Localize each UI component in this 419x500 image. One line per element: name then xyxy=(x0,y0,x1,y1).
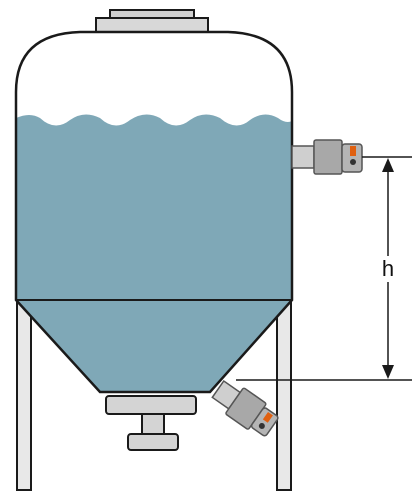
outlet-valve xyxy=(105,395,197,451)
liquid xyxy=(16,114,292,392)
vessel-top-flange xyxy=(95,9,209,33)
dimension-arrow-bottom xyxy=(382,365,394,379)
vessel-outline xyxy=(14,30,294,394)
upper-level-sensor xyxy=(291,139,363,175)
left-leg xyxy=(16,299,32,491)
height-label: h xyxy=(382,256,394,281)
right-leg xyxy=(276,299,292,491)
height-dimension: h xyxy=(236,156,412,381)
dimension-arrow-top xyxy=(382,158,394,172)
lower-pressure-sensor xyxy=(211,379,279,437)
